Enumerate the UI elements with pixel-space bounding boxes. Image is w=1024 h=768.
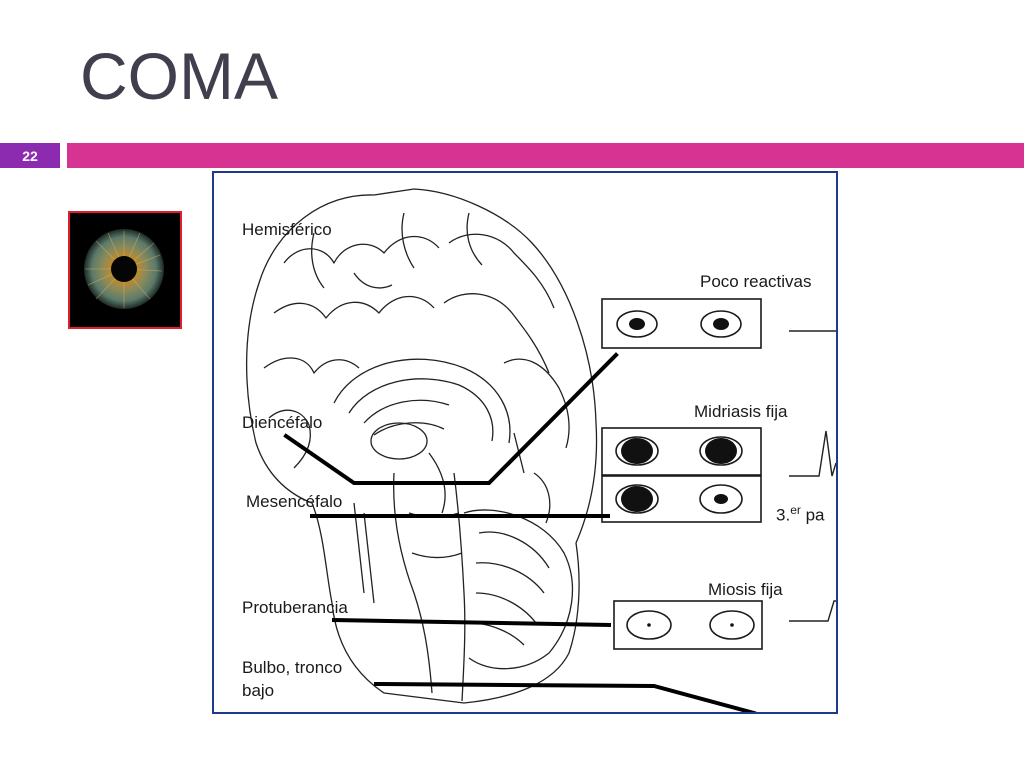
page-title: COMA	[80, 39, 278, 113]
label-tercer-par-suffix: pa	[800, 505, 825, 525]
label-protuberancia: Protuberancia	[242, 598, 348, 617]
accent-bar	[67, 143, 1024, 168]
label-tercer-par-prefix: 3.	[776, 505, 791, 525]
brain-pupil-diagram: Hemisférico Diencéfalo Mesencéfalo Protu…	[212, 171, 838, 714]
label-diencefalo: Diencéfalo	[242, 413, 323, 432]
label-poco-reactivas: Poco reactivas	[700, 272, 812, 291]
label-bulbo-line1: Bulbo, tronco	[242, 658, 343, 677]
label-tercer-par: 3.er pa	[776, 500, 825, 526]
label-hemisferico: Hemisférico	[242, 220, 332, 239]
slide-number-badge: 22	[0, 143, 60, 168]
label-mesencefalo: Mesencéfalo	[246, 492, 343, 511]
label-bulbo-line2: bajo	[242, 681, 275, 700]
brain-illustration	[246, 188, 836, 712]
label-midriasis-fija: Midriasis fija	[694, 402, 788, 421]
label-tercer-par-sup: er	[790, 503, 801, 517]
eye-iris-icon	[68, 211, 182, 329]
label-miosis-fija: Miosis fija	[708, 580, 783, 599]
